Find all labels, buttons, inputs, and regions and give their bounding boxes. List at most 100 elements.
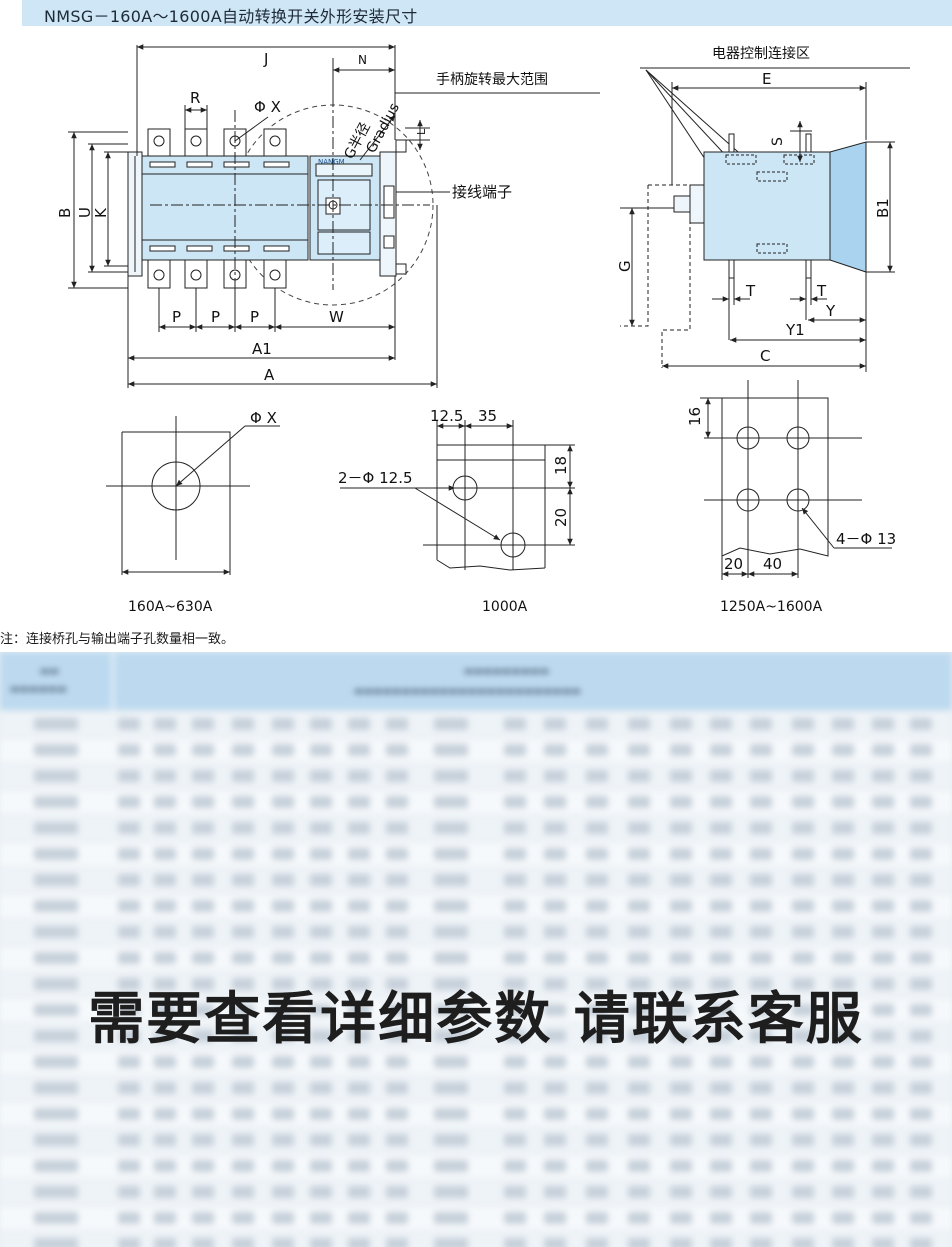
table-cell <box>272 718 294 730</box>
table-cell <box>154 1004 176 1016</box>
table-cell <box>710 926 732 938</box>
table-cell <box>232 952 254 964</box>
table-cell <box>348 744 370 756</box>
table-cell <box>272 1030 294 1042</box>
table-cell <box>118 1160 140 1172</box>
table-cell <box>670 1160 692 1172</box>
table-cell <box>872 900 894 912</box>
table-cell <box>504 874 526 886</box>
table-cell <box>192 1108 214 1120</box>
table-cell <box>192 900 214 912</box>
dim-R: R <box>190 89 200 107</box>
table-cell <box>386 1056 408 1068</box>
table-row <box>0 894 952 920</box>
table-cell <box>310 1056 332 1068</box>
dim-P3: P <box>250 308 259 326</box>
table-cell <box>750 822 772 834</box>
table-cell <box>504 1108 526 1120</box>
table-cell <box>586 744 608 756</box>
table-cell <box>434 718 468 730</box>
table-cell <box>386 744 408 756</box>
spec-table-blur: ▬▬ ▬▬▬▬▬▬ ▬▬▬▬▬▬▬▬▬ ▬▬▬▬▬▬▬▬▬▬▬▬▬▬▬▬▬▬▬▬… <box>0 652 952 1247</box>
table-cell <box>504 718 526 730</box>
table-cell <box>118 1134 140 1146</box>
table-cell <box>434 1134 468 1146</box>
table-cell <box>872 1160 894 1172</box>
dim-B1: B1 <box>874 198 892 218</box>
dim-L: L <box>415 128 428 135</box>
table-cell <box>386 1134 408 1146</box>
table-cell <box>118 1082 140 1094</box>
table-cell <box>386 796 408 808</box>
table-cell <box>910 1108 932 1120</box>
table-cell <box>310 874 332 886</box>
table-cell <box>750 952 772 964</box>
table-cell <box>118 926 140 938</box>
table-cell <box>232 900 254 912</box>
table-cell <box>872 718 894 730</box>
table-cell <box>628 1238 650 1247</box>
table-cell <box>232 1186 254 1198</box>
table-cell <box>544 1238 566 1247</box>
table-cell <box>154 848 176 860</box>
table-cell <box>586 848 608 860</box>
detail-1250-d2: 20 <box>724 555 743 573</box>
table-cell <box>154 952 176 964</box>
table-cell <box>792 848 814 860</box>
table-cell <box>434 1108 468 1120</box>
table-cell <box>118 874 140 886</box>
table-cell <box>348 1186 370 1198</box>
table-cell <box>586 1238 608 1247</box>
table-cell <box>504 796 526 808</box>
table-cell <box>544 1160 566 1172</box>
table-cell <box>192 874 214 886</box>
table-cell <box>792 1108 814 1120</box>
table-cell <box>832 952 854 964</box>
table-cell <box>872 1212 894 1224</box>
table-cell <box>386 1082 408 1094</box>
table-cell <box>310 1082 332 1094</box>
table-cell <box>586 900 608 912</box>
table-cell <box>792 1212 814 1224</box>
table-cell <box>348 1134 370 1146</box>
table-cell <box>710 1160 732 1172</box>
table-cell <box>272 1186 294 1198</box>
table-cell <box>34 848 78 860</box>
table-cell <box>386 900 408 912</box>
table-cell <box>118 1212 140 1224</box>
table-row <box>0 1102 952 1128</box>
table-cell <box>434 770 468 782</box>
table-cell <box>544 1082 566 1094</box>
table-cell <box>434 952 468 964</box>
table-cell <box>910 1030 932 1042</box>
table-cell <box>750 848 772 860</box>
detail-1250-d1: 16 <box>686 407 704 426</box>
table-cell <box>232 770 254 782</box>
table-cell <box>348 718 370 730</box>
table-cell <box>832 1004 854 1016</box>
detail-1000-d1: 12.5 <box>430 407 463 425</box>
table-cell <box>586 1108 608 1120</box>
table-cell <box>272 796 294 808</box>
table-row <box>0 1024 952 1050</box>
table-cell <box>910 900 932 912</box>
table-cell <box>750 1134 772 1146</box>
table-cell <box>310 1186 332 1198</box>
table-cell <box>348 1108 370 1120</box>
table-cell <box>192 1212 214 1224</box>
table-cell <box>832 744 854 756</box>
table-cell <box>348 1004 370 1016</box>
table-cell <box>232 848 254 860</box>
table-cell <box>192 822 214 834</box>
table-row <box>0 1154 952 1180</box>
table-cell <box>154 1212 176 1224</box>
table-cell <box>154 822 176 834</box>
table-cell <box>434 744 468 756</box>
table-cell <box>504 770 526 782</box>
dim-G: G <box>616 260 634 272</box>
table-cell <box>628 1056 650 1068</box>
table-cell <box>628 796 650 808</box>
table-cell <box>544 1108 566 1120</box>
table-cell <box>118 718 140 730</box>
table-cell <box>710 1238 732 1247</box>
